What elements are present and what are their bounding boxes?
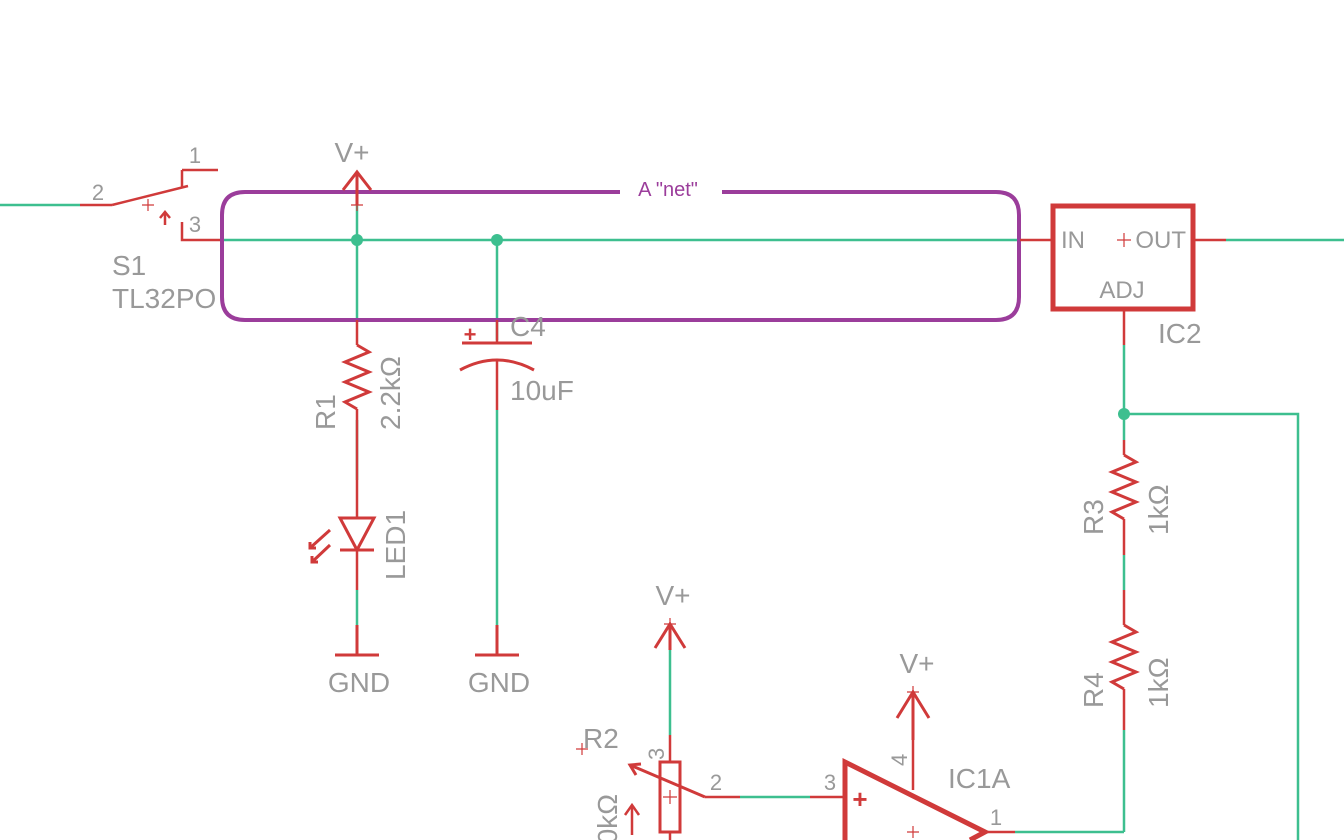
ic1a-pin1-label: 1 (990, 805, 1002, 830)
resistor-zigzag-icon (1108, 453, 1140, 521)
light-ray-head (308, 542, 316, 550)
ic2-in-label: IN (1061, 227, 1085, 254)
diode-triangle-icon (337, 516, 377, 554)
origin-cross-icon (351, 199, 363, 211)
r2-pin2-label: 2 (710, 770, 722, 795)
switch-value: TL32PO (112, 283, 216, 314)
wiper-arrow-head (627, 762, 642, 776)
led-name: LED1 (380, 510, 411, 580)
ic1a-pin4-label: 4 (887, 754, 912, 766)
switch-pin3-label: 3 (189, 212, 201, 237)
capacitor-c4[interactable]: + C4 10uF (459, 311, 574, 410)
vplus-label: V+ (899, 648, 934, 679)
origin-cross-icon (142, 199, 154, 211)
light-ray-icon (308, 528, 332, 550)
gnd-symbol-1[interactable]: GND (328, 625, 390, 698)
resistor-r3[interactable]: R3 1kΩ (1078, 440, 1174, 555)
origin-cross-icon (576, 743, 588, 755)
c4-name: C4 (510, 311, 546, 342)
resistor-r4[interactable]: R4 1kΩ (1078, 590, 1174, 730)
origin-cross-icon (1117, 233, 1131, 247)
vplus-label: V+ (334, 137, 369, 168)
r4-name: R4 (1078, 672, 1109, 708)
wires (0, 203, 1344, 840)
resistor-zigzag-icon (341, 343, 373, 411)
vplus-supply-1[interactable]: V+ (334, 137, 373, 211)
light-ray-head (310, 556, 318, 564)
origin-cross-icon (664, 618, 676, 630)
ic1a-name: IC1A (948, 763, 1011, 794)
ic2-name: IC2 (1158, 318, 1202, 349)
r1-value: 2.2kΩ (375, 356, 406, 430)
light-ray-icon (310, 543, 332, 564)
ic2-adj-label: ADJ (1099, 277, 1144, 304)
resistor-r1[interactable]: R1 2.2kΩ (310, 320, 406, 450)
ic1a-pin3-label: 3 (824, 770, 836, 795)
net-annotation: A "net" (220, 179, 1021, 322)
vplus-label: V+ (655, 580, 690, 611)
origin-cross-icon (907, 686, 919, 698)
ic2-out-label: OUT (1135, 227, 1186, 254)
r2-name: R2 (583, 723, 619, 754)
gnd-label: GND (468, 667, 530, 698)
gnd-symbol-2[interactable]: GND (468, 625, 530, 698)
origin-cross-icon (907, 826, 919, 838)
vplus-supply-2[interactable]: V+ (653, 580, 691, 650)
switch-pin1-label: 1 (189, 143, 201, 168)
c4-polarity-plus: + (464, 322, 477, 347)
opamp-noninverting-plus: + (852, 784, 867, 814)
junction-dot (351, 234, 363, 246)
opamp-ic1a[interactable]: + 3 4 1 IC1A (810, 740, 1015, 840)
gnd-label: GND (328, 667, 390, 698)
resistor-zigzag-icon (1108, 623, 1140, 691)
r4-value: 1kΩ (1143, 657, 1174, 708)
switch-pin-3 (180, 222, 220, 242)
r2-pin3-label: 3 (644, 748, 669, 760)
switch-lever (111, 184, 189, 207)
r3-name: R3 (1078, 499, 1109, 535)
r3-value: 1kΩ (1143, 484, 1174, 535)
switch-s1[interactable]: 1 2 3 S1 TL32PO (80, 143, 220, 314)
origin-cross-icon (663, 790, 677, 804)
switch-pin2-label: 2 (92, 180, 104, 205)
r1-name: R1 (310, 394, 341, 430)
r2-value: 20kΩ (592, 794, 623, 840)
junction-dot (1118, 408, 1130, 420)
vplus-supply-3[interactable]: V+ (895, 648, 935, 740)
net-label: A "net" (638, 179, 698, 201)
wire-feedback[interactable] (1124, 412, 1300, 840)
wiper-arrow-icon (629, 763, 706, 799)
led-led1[interactable]: LED1 (308, 450, 411, 590)
regulator-ic2[interactable]: IN OUT ADJ IC2 (1020, 203, 1226, 349)
c4-value: 10uF (510, 375, 574, 406)
junction-dot (491, 234, 503, 246)
net-outline (220, 190, 1021, 322)
switch-name: S1 (112, 250, 146, 281)
opamp-triangle-icon (842, 757, 991, 840)
potentiometer-r2[interactable]: R2 20kΩ 3 2 (576, 723, 740, 840)
